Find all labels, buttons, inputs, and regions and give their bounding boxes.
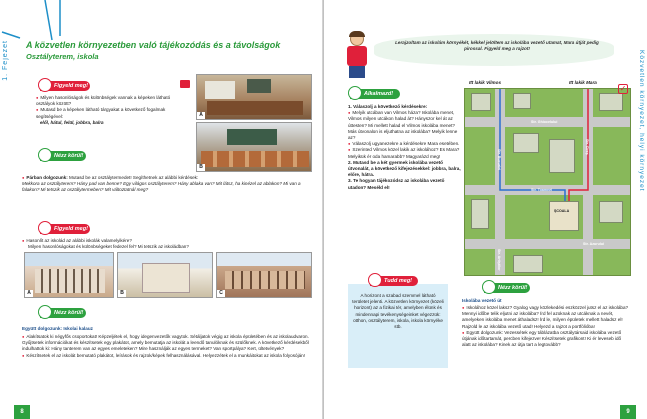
route-item: Együtt dolgozunk: Vezessétek egy tábláza…	[462, 330, 630, 349]
nezz-badge-1: Nézz körül!	[38, 148, 86, 162]
book-gutter	[322, 0, 325, 419]
map-house	[513, 93, 531, 109]
school-photo-b: B	[117, 252, 213, 298]
map-house	[471, 93, 491, 111]
figyeld2-item: Milyen hasonlóságokat és különbségeket f…	[28, 244, 189, 250]
school-building	[549, 201, 579, 231]
photo-label: B	[197, 164, 205, 171]
section-side-strip: Közvetlen környezet, helyi környezet	[635, 0, 647, 419]
map-house	[599, 201, 623, 223]
tudd-text: A horizont a szabad szemmel látható terü…	[352, 293, 444, 330]
alkalmazd-item: 2. Mutasd be a két gyermek iskolába veze…	[348, 159, 461, 178]
nezz-badge-2: Nézz körül!	[38, 305, 86, 319]
photo-label: A	[25, 290, 33, 297]
lightbulb-icon	[368, 273, 382, 287]
nezz1-block: Párban dolgozunk: Mutasd be az osztályte…	[22, 175, 316, 194]
tudd-badge: Tudd meg!	[368, 273, 418, 287]
alkalmazd-item: 1. Válaszolj a következő kérdésekre:	[348, 104, 428, 109]
nezz1-text: Mutasd be az osztálytermedet! Segíthetne…	[69, 175, 199, 180]
alkalmazd-list: 1. Válaszolj a következő kérdésekre: Mel…	[348, 104, 462, 191]
map-label-mara: Itt lakik Mara	[569, 80, 597, 85]
photo-label: A	[197, 112, 205, 119]
route-list: Iskolához közel laksz? Gyalog vagy közle…	[462, 305, 630, 348]
map-house	[513, 255, 543, 273]
street-label: Str. Toamnei	[531, 188, 553, 192]
section-side-label: Közvetlen környezet, helyi környezet	[638, 50, 645, 192]
map-road	[465, 239, 630, 249]
page-number-left: 8	[14, 405, 30, 419]
alkalmazd-item: 3. Te hogyan tájékozódsz az iskolába vez…	[348, 178, 445, 190]
street-label: Str. Azurului	[583, 242, 605, 246]
nezz1-lead: Párban dolgozunk:	[26, 175, 68, 180]
map-road	[465, 117, 630, 127]
nezz2-item: Készítsetek el az iskolát bemutató plaká…	[22, 353, 316, 359]
nezz2-list: Alakítsatok ki négyfős csoportokat! Képz…	[22, 334, 316, 359]
nezz2-title: Együtt dolgozunk: Iskolai kalauz	[22, 326, 93, 331]
eye-icon	[482, 280, 496, 294]
map-house	[471, 199, 489, 229]
photo-label: C	[217, 290, 225, 297]
nezz1-questions: Mekkora az osztályterem? Hány pad van be…	[22, 181, 301, 193]
figyeld-badge-2: Figyeld meg!	[38, 221, 90, 235]
speech-bubble	[374, 34, 614, 66]
lesson-title: A közvetlen környezetben való tájékozódá…	[26, 40, 281, 50]
map-house	[549, 139, 575, 173]
photo-label: B	[118, 290, 126, 297]
map-label-vilmos: Itt lakik Vilmos	[469, 80, 501, 85]
pencil-icon	[348, 86, 362, 100]
magnifier-icon	[38, 78, 52, 92]
route-item: Iskolához közel laksz? Gyalog vagy közle…	[462, 305, 630, 330]
figyeld1-item: Milyen hasonlóságok és különbségek vanna…	[36, 95, 182, 107]
school-route-map: Str. Ghiocelului Str. Toamnei Str. Azuru…	[464, 88, 631, 276]
boy-illustration	[344, 31, 370, 80]
map-house	[599, 93, 623, 111]
page-number-right: 9	[620, 405, 636, 419]
checkbox-icon: ✓	[618, 84, 628, 94]
alkalmazd-item: Melyik utcában van Vilmos háza? Iskolába…	[348, 110, 462, 141]
map-house	[513, 133, 539, 153]
alkalmazd-item: Szerinted Vilmos közel lakik az iskoláho…	[348, 147, 462, 159]
school-photo-c: C	[216, 252, 312, 298]
street-label: Str. Bucuriei	[497, 149, 501, 171]
pointer-lines-decoration	[1, 0, 61, 41]
classroom-photo-b: B	[196, 122, 312, 172]
school-photo-a: A	[24, 252, 114, 298]
school-label: ŞCOALA	[554, 209, 570, 213]
eye-icon	[38, 305, 52, 319]
chapter-side-strip: 1. Fejezet	[0, 0, 12, 419]
street-label: Str. Cireş	[585, 139, 589, 155]
nezz-badge-right: Nézz körül!	[482, 280, 530, 294]
figyeld-badge-1: Figyeld meg!	[38, 78, 90, 92]
alkalmazd-item: Válaszolj ugyanezekre a kérdésekre Mara …	[348, 141, 462, 147]
route-lines	[499, 89, 589, 201]
tudd-box	[348, 284, 448, 368]
right-page: Közvetlen környezet, helyi környezet Ler…	[324, 0, 647, 419]
eye-icon	[38, 148, 52, 162]
figyeld1-item: Mutasd be a képeken látható tárgyakat a …	[36, 107, 182, 119]
route-title: Iskolába vezető út	[462, 298, 502, 303]
classroom-photo-a: A	[196, 74, 312, 120]
figyeld2-list: Hasonlít az iskolád az alábbi iskolák va…	[22, 238, 316, 250]
speech-text: Lerajzoltam az iskolám környékét, kékkel…	[395, 40, 599, 52]
left-page: 1. Fejezet A közvetlen környezetben való…	[0, 0, 323, 419]
alkalmazd-badge: Alkalmazd!	[348, 86, 400, 100]
figyeld1-terms: elől, hátul, felül, jobbra, balra	[40, 119, 104, 125]
street-label: Str. Artiştilor	[497, 249, 501, 271]
nezz2-item: Alakítsatok ki négyfős csoportokat! Képz…	[22, 334, 316, 353]
figyeld2-item: Hasonlít az iskolád az alábbi iskolák va…	[22, 238, 316, 244]
photo-gallery-icon	[180, 80, 190, 88]
street-label: Str. Ghiocelului	[531, 120, 558, 124]
lesson-subtitle: Osztályterem, iskola	[26, 52, 99, 61]
figyeld1-list: Milyen hasonlóságok és különbségek vanna…	[36, 95, 182, 126]
magnifier-icon	[38, 221, 52, 235]
